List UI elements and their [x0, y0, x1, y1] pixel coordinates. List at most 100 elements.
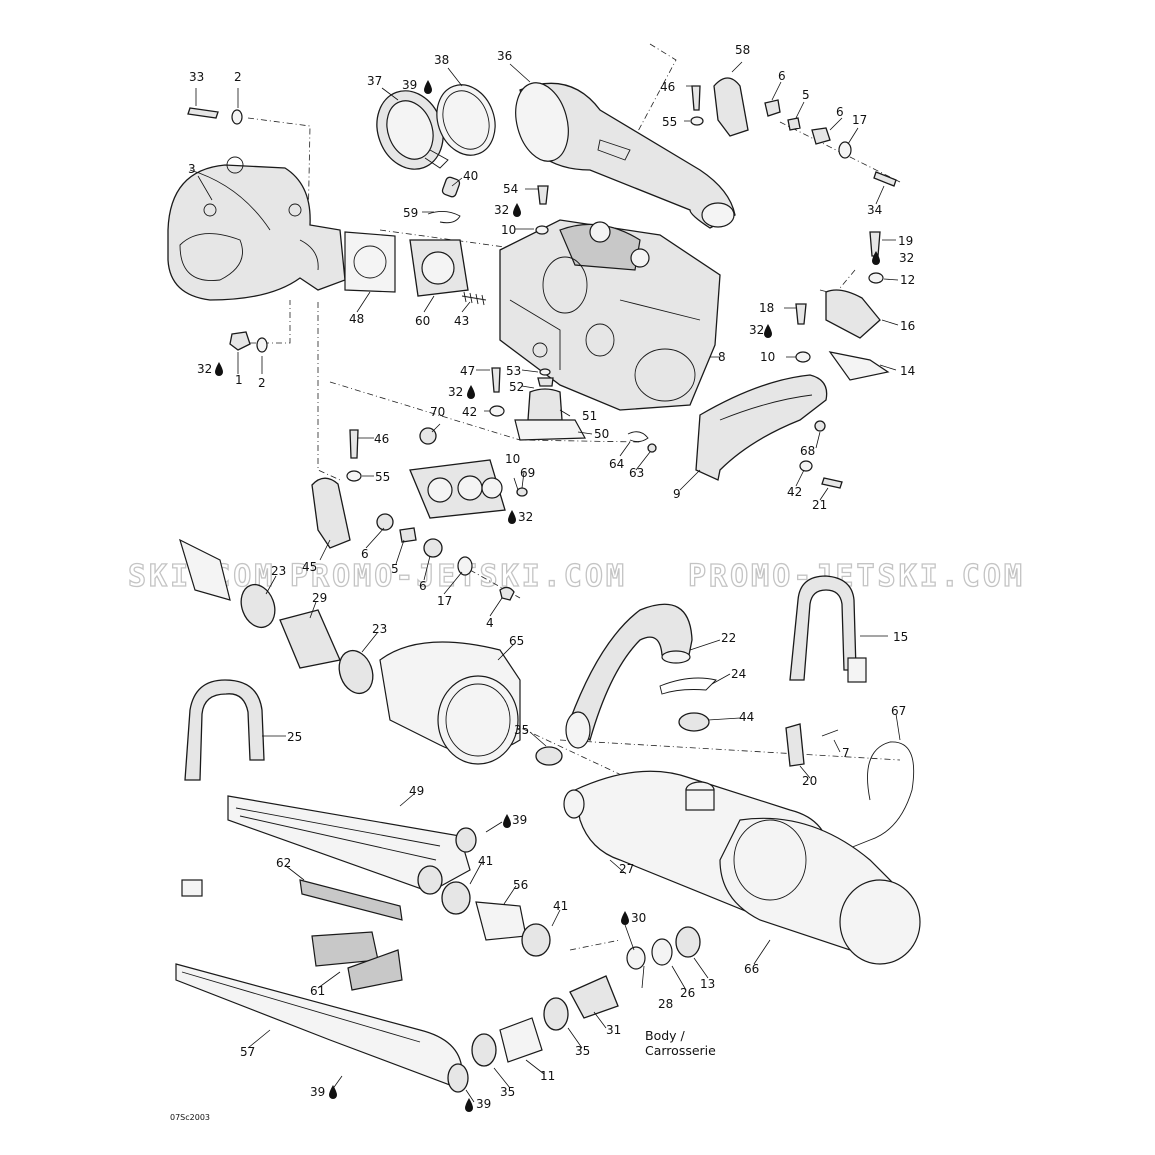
callout-23: 23	[372, 622, 387, 636]
exhaust-manifold-part-3	[167, 156, 346, 301]
callout-39: 39	[476, 1097, 491, 1111]
callout-61: 61	[310, 984, 325, 998]
callout-46: 46	[374, 432, 389, 446]
callout-33: 33	[189, 70, 204, 84]
callout-31: 31	[606, 1023, 621, 1037]
callout-1: 1	[235, 373, 243, 387]
gasket-part-60	[409, 239, 469, 297]
leader-lines	[195, 61, 901, 1103]
callout-70: 70	[430, 405, 445, 419]
callout-21: 21	[812, 498, 827, 512]
callout-labels: 33 2 3 32 1 2 37 39 38 36 40 59 48 60 43…	[188, 43, 915, 1111]
callout-2: 2	[234, 70, 242, 84]
sleeve-part-40	[441, 176, 461, 198]
callout-42: 42	[462, 405, 477, 419]
callout-54: 54	[503, 182, 518, 196]
callout-64: 64	[609, 457, 624, 471]
callout-44: 44	[739, 710, 754, 724]
callout-29: 29	[312, 591, 327, 605]
callout-17: 17	[437, 594, 452, 608]
tie-part-67	[849, 741, 915, 849]
ring-part-38	[436, 84, 496, 156]
callout-2: 2	[258, 376, 266, 390]
callout-32: 32	[518, 510, 533, 524]
tie-and-clamps	[535, 677, 717, 766]
engine-part-8	[499, 219, 721, 411]
strap-part-15	[789, 575, 867, 683]
hose-part-36	[515, 82, 736, 229]
body-note-line2: Carrosserie	[645, 1043, 716, 1058]
callout-63: 63	[629, 466, 644, 480]
callout-48: 48	[349, 312, 364, 326]
callout-36: 36	[497, 49, 512, 63]
callout-18: 18	[759, 301, 774, 315]
pads-part-62-61	[299, 879, 403, 991]
throttle-body	[409, 459, 506, 519]
callout-41: 41	[553, 899, 568, 913]
callout-66: 66	[744, 962, 759, 976]
heat-shield-part-9	[695, 374, 828, 481]
hose-coupler-left	[179, 538, 374, 695]
callout-11: 11	[540, 1069, 555, 1083]
callout-59: 59	[403, 206, 418, 220]
callout-57: 57	[240, 1045, 255, 1059]
callout-20: 20	[802, 774, 817, 788]
callout-14: 14	[900, 364, 915, 378]
callout-8: 8	[718, 350, 726, 364]
callout-65: 65	[509, 634, 524, 648]
callout-50: 50	[594, 427, 609, 441]
watermark: SKI.COM PROMO-JETSKI.COM PROMO-JETSKI.CO…	[127, 558, 1022, 594]
callout-67: 67	[891, 704, 906, 718]
callout-4: 4	[486, 616, 494, 630]
callout-35: 35	[514, 723, 529, 737]
stud-part-43	[461, 291, 487, 306]
callout-56: 56	[513, 878, 528, 892]
callout-55: 55	[375, 470, 390, 484]
callout-6: 6	[419, 579, 427, 593]
callout-19: 19	[898, 234, 913, 248]
callout-32: 32	[749, 323, 764, 337]
callout-37: 37	[367, 74, 382, 88]
body-note-line1: Body /	[645, 1028, 686, 1043]
callout-60: 60	[415, 314, 430, 328]
callout-17: 17	[852, 113, 867, 127]
tuned-pipe-part-22	[565, 603, 693, 749]
callout-30: 30	[631, 911, 646, 925]
bracket-part-45	[311, 477, 473, 576]
callout-6: 6	[361, 547, 369, 561]
watermark-middle: PROMO-JETSKI.COM	[290, 559, 627, 594]
hose-part-56	[441, 881, 551, 957]
callout-69: 69	[520, 466, 535, 480]
lubricant-symbols	[215, 80, 880, 1112]
callout-5: 5	[802, 88, 810, 102]
callout-49: 49	[409, 784, 424, 798]
drawing-code: 07Sc2003	[170, 1113, 210, 1122]
callout-6: 6	[836, 105, 844, 119]
callout-24: 24	[731, 667, 746, 681]
callout-62: 62	[276, 856, 291, 870]
callout-38: 38	[434, 53, 449, 67]
callout-10: 10	[505, 452, 520, 466]
muffler-end-part-66	[719, 817, 921, 965]
callout-58: 58	[735, 43, 750, 57]
callout-15: 15	[893, 630, 908, 644]
water-hoses-part-49	[227, 795, 477, 895]
bolts-and-washers	[187, 77, 897, 601]
callout-10: 10	[501, 223, 516, 237]
callout-39: 39	[310, 1085, 325, 1099]
callout-5: 5	[391, 562, 399, 576]
callout-55: 55	[662, 115, 677, 129]
callout-68: 68	[800, 444, 815, 458]
clip-part-59	[427, 211, 461, 224]
callout-28: 28	[658, 997, 673, 1011]
callout-39: 39	[512, 813, 527, 827]
callout-46: 46	[660, 80, 675, 94]
hose-part-57	[175, 963, 469, 1093]
callout-51: 51	[582, 409, 597, 423]
callout-47: 47	[460, 364, 475, 378]
clamp-part-37	[376, 90, 449, 170]
cylinder-part-65	[379, 641, 521, 765]
callout-10: 10	[760, 350, 775, 364]
callout-23: 23	[271, 564, 286, 578]
callout-35: 35	[575, 1044, 590, 1058]
